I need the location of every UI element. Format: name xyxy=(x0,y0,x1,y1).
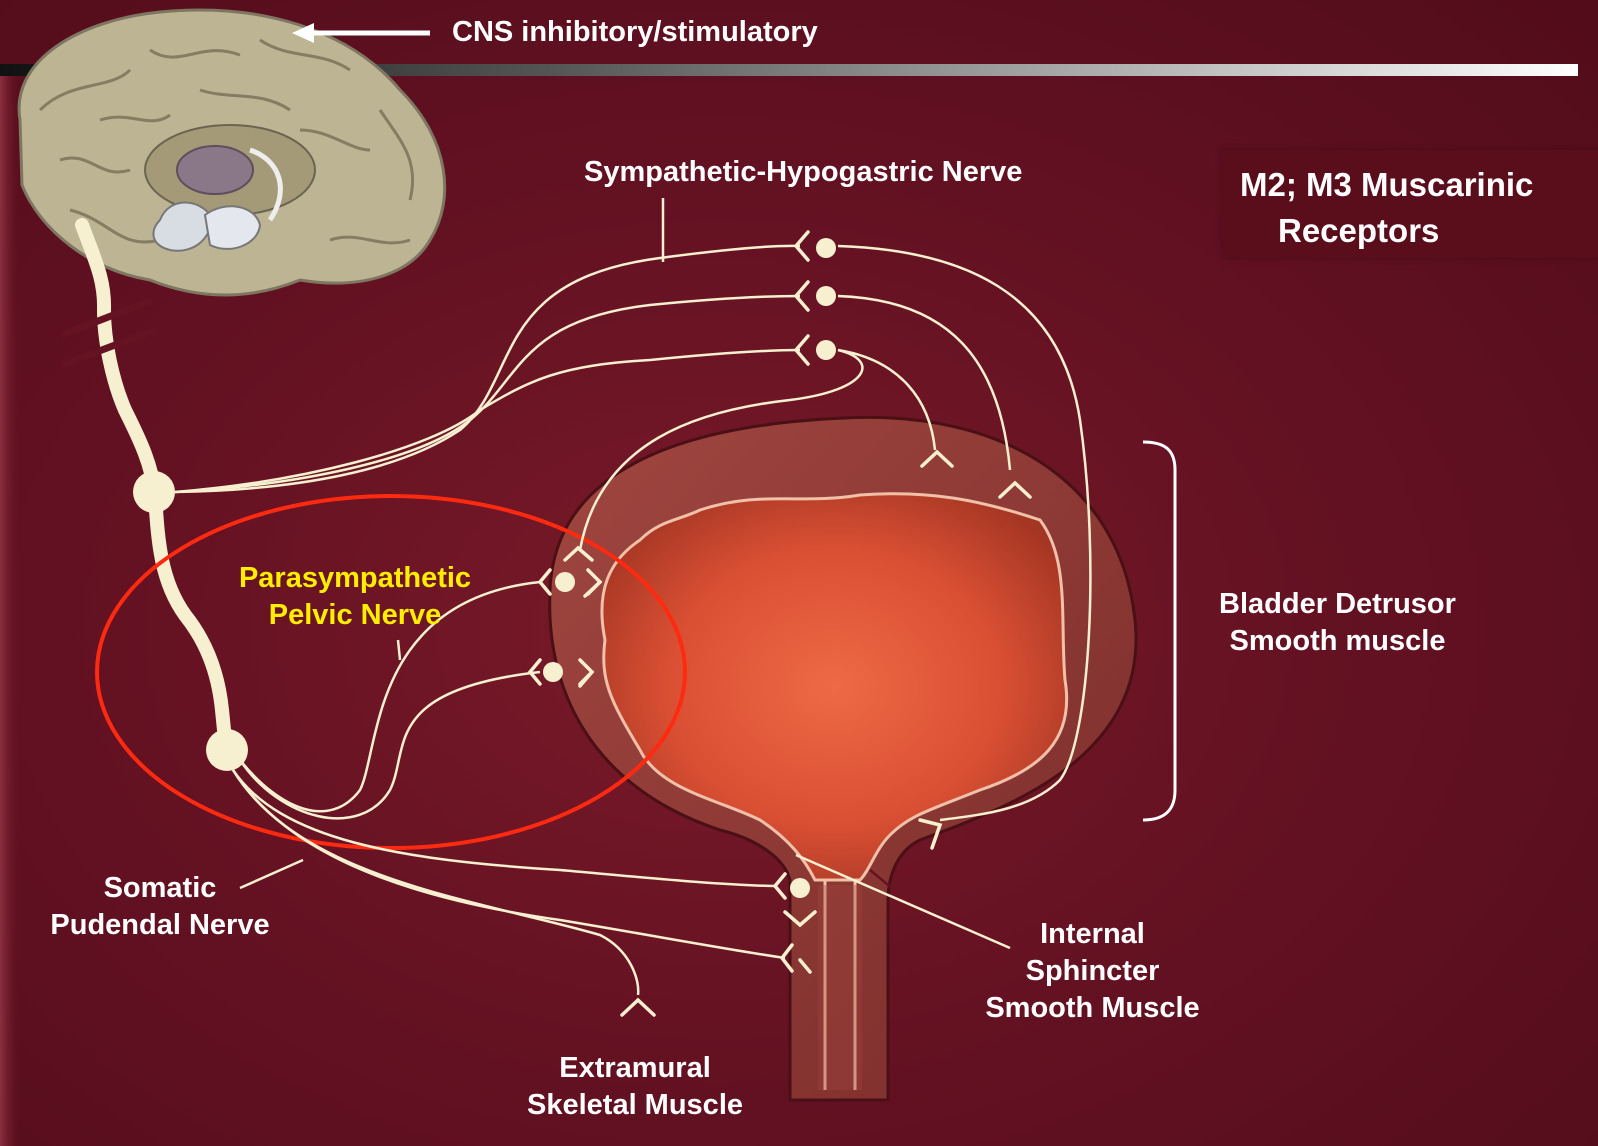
receptor-title-line2: Receptors xyxy=(1240,208,1533,254)
extramural-label-line2: Skeletal Muscle xyxy=(515,1087,755,1124)
somatic-label-line2: Pudendal Nerve xyxy=(40,907,280,944)
parasympathetic-label: Parasympathetic Pelvic Nerve xyxy=(230,560,480,634)
receptor-title-line1: M2; M3 Muscarinic xyxy=(1240,162,1533,208)
extramural-label-line1: Extramural xyxy=(515,1050,755,1087)
bladder-label-line1: Bladder Detrusor xyxy=(1205,586,1470,623)
internal-label-line3: Smooth Muscle xyxy=(975,990,1210,1027)
sympathetic-label: Sympathetic-Hypogastric Nerve xyxy=(584,154,1022,191)
detrusor-bracket xyxy=(1143,442,1175,820)
bladder-label-line2: Smooth muscle xyxy=(1205,623,1470,660)
somatic-label-line1: Somatic xyxy=(40,870,280,907)
left-edge-shade xyxy=(0,75,20,1146)
bladder-detrusor-label: Bladder Detrusor Smooth muscle xyxy=(1205,586,1470,660)
internal-label-line2: Sphincter xyxy=(975,953,1210,990)
extramural-label: Extramural Skeletal Muscle xyxy=(515,1050,755,1124)
receptor-title: M2; M3 Muscarinic Receptors xyxy=(1240,162,1533,254)
somatic-label: Somatic Pudendal Nerve xyxy=(40,870,280,944)
sympathetic-ganglion xyxy=(133,471,175,513)
cns-label: CNS inhibitory/stimulatory xyxy=(452,14,818,51)
brain-illustration xyxy=(19,10,445,295)
parasympathetic-label-line2: Pelvic Nerve xyxy=(230,597,480,634)
internal-sphincter-label: Internal Sphincter Smooth Muscle xyxy=(975,916,1210,1027)
cns-arrow xyxy=(292,23,430,43)
internal-label-line1: Internal xyxy=(975,916,1210,953)
parasympathetic-label-line1: Parasympathetic xyxy=(230,560,480,597)
sacral-ganglion xyxy=(206,729,248,771)
